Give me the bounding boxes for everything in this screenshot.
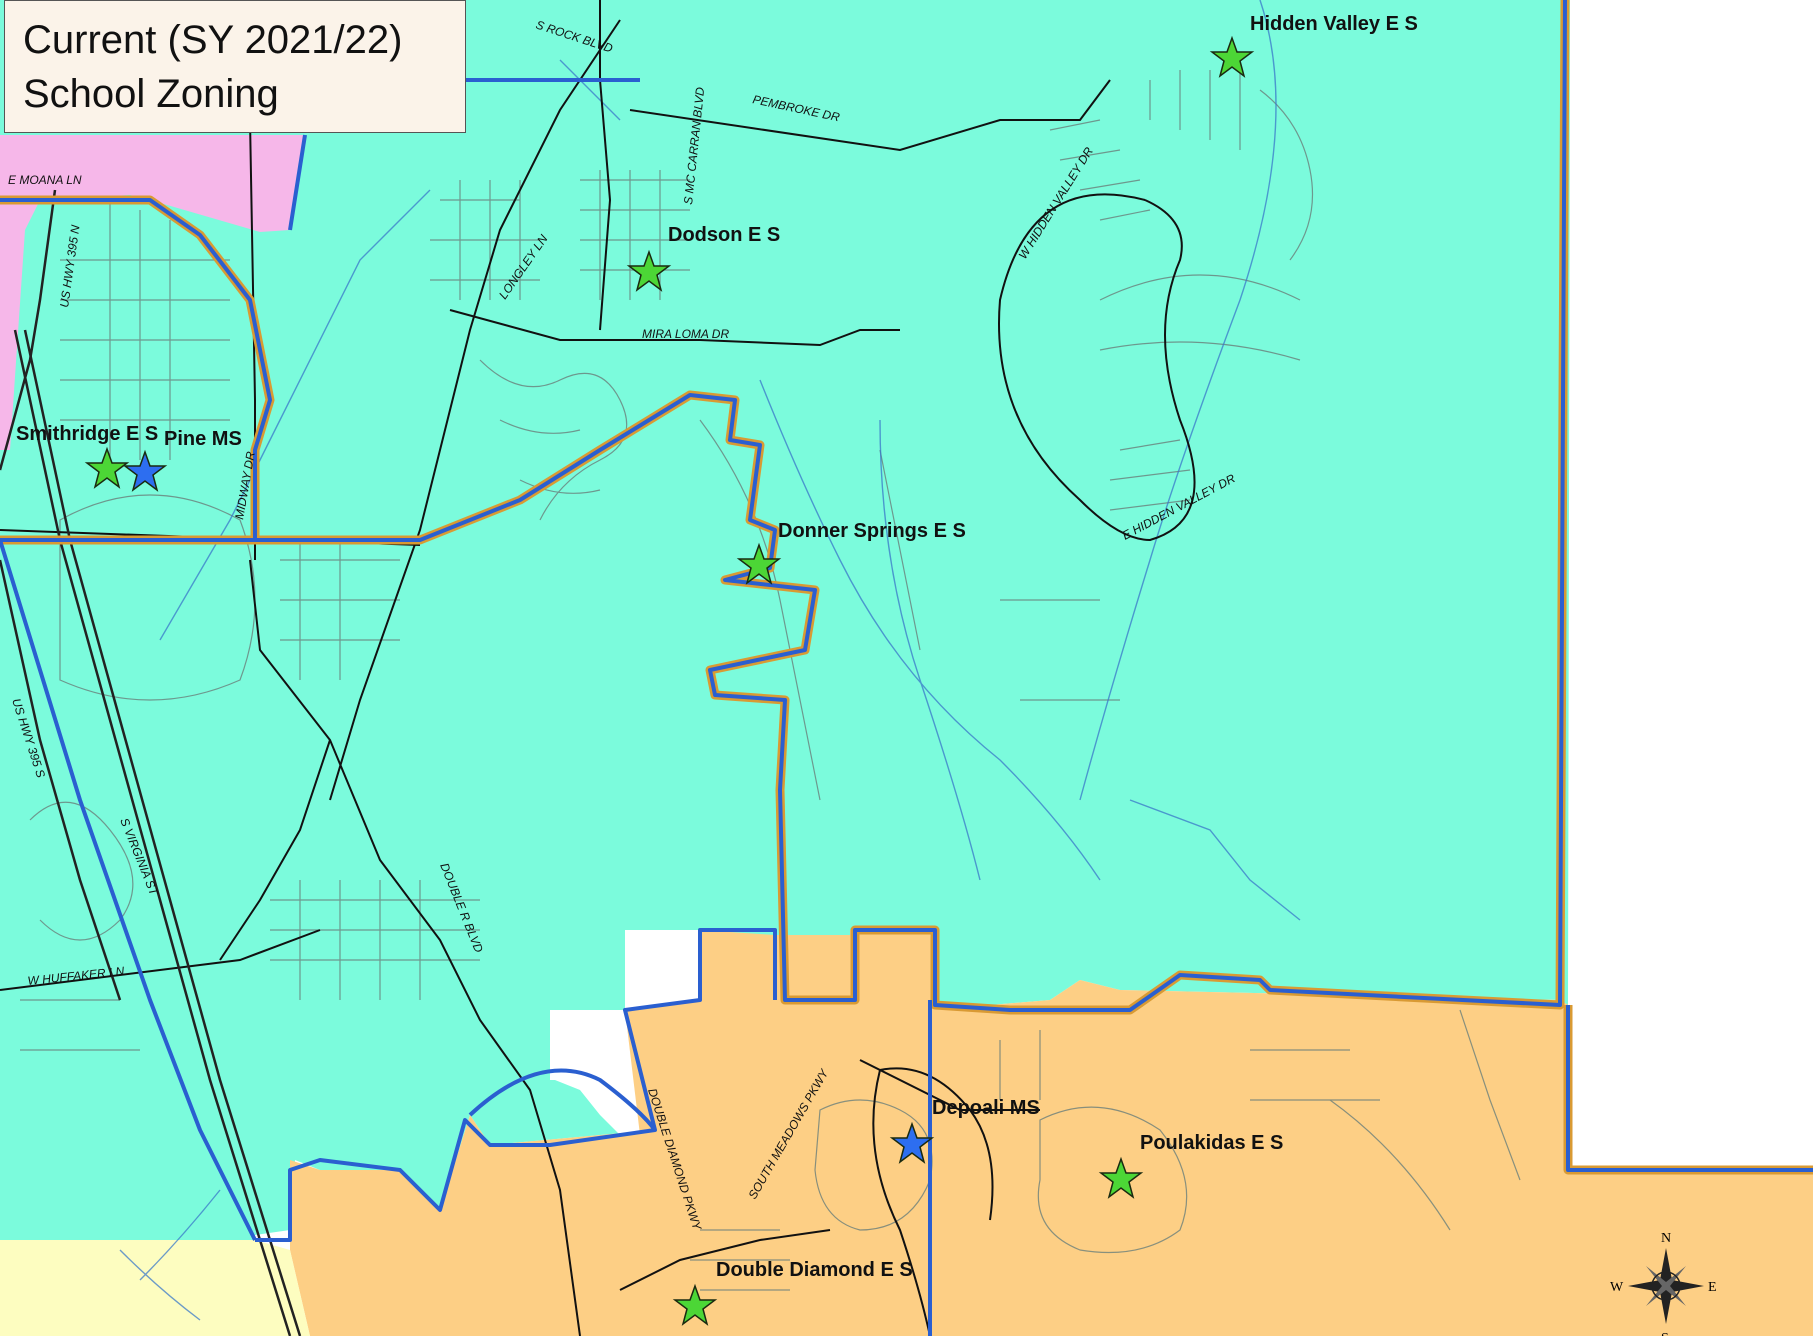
school-label-donner-springs: Donner Springs E S: [778, 520, 966, 542]
compass-s: S: [1661, 1331, 1669, 1336]
compass-w: W: [1610, 1280, 1624, 1295]
star-icon-pine[interactable]: [122, 449, 168, 492]
star-icon-double-diamond[interactable]: [672, 1283, 718, 1326]
map-title-line-2: School Zoning: [23, 72, 279, 116]
star-icon-poulakidas[interactable]: [1098, 1156, 1144, 1199]
school-label-depoali: Depoali MS: [932, 1097, 1040, 1119]
star-icon-dodson[interactable]: [626, 249, 672, 292]
major-roads: [0, 0, 1196, 1336]
school-labels: Hidden Valley E S Dodson E S Smithridge …: [16, 13, 1418, 1281]
star-icon-hidden-valley[interactable]: [1209, 35, 1255, 78]
school-label-smithridge: Smithridge E S: [16, 423, 158, 445]
star-icon-depoali[interactable]: [889, 1121, 935, 1164]
compass-ring: [1651, 1271, 1681, 1301]
school-label-double-diamond: Double Diamond E S: [716, 1259, 913, 1281]
streams: [119, 0, 1301, 1321]
street-label: MIRA LOMA DR: [642, 327, 729, 341]
star-icon-smithridge[interactable]: [84, 446, 130, 489]
outside-area: [1570, 0, 1813, 1165]
zone-yellow: [0, 1240, 310, 1336]
zone-pink: [0, 135, 305, 450]
star-icon-donner-springs[interactable]: [736, 542, 782, 585]
school-label-dodson: Dodson E S: [668, 224, 780, 246]
school-label-hidden-valley: Hidden Valley E S: [1250, 13, 1418, 35]
compass-n: N: [1661, 1231, 1671, 1246]
compass-rose: N S E W: [1610, 1231, 1717, 1336]
street-label: E MOANA LN: [8, 173, 82, 187]
zone-orange: [290, 930, 1813, 1336]
school-markers: [84, 35, 1255, 1326]
school-label-poulakidas: Poulakidas E S: [1140, 1132, 1283, 1154]
compass-e: E: [1708, 1280, 1717, 1295]
map-title-box: Current (SY 2021/22) School Zoning: [4, 0, 466, 133]
school-label-pine: Pine MS: [164, 428, 242, 450]
map-title-line-1: Current (SY 2021/22): [23, 18, 403, 62]
